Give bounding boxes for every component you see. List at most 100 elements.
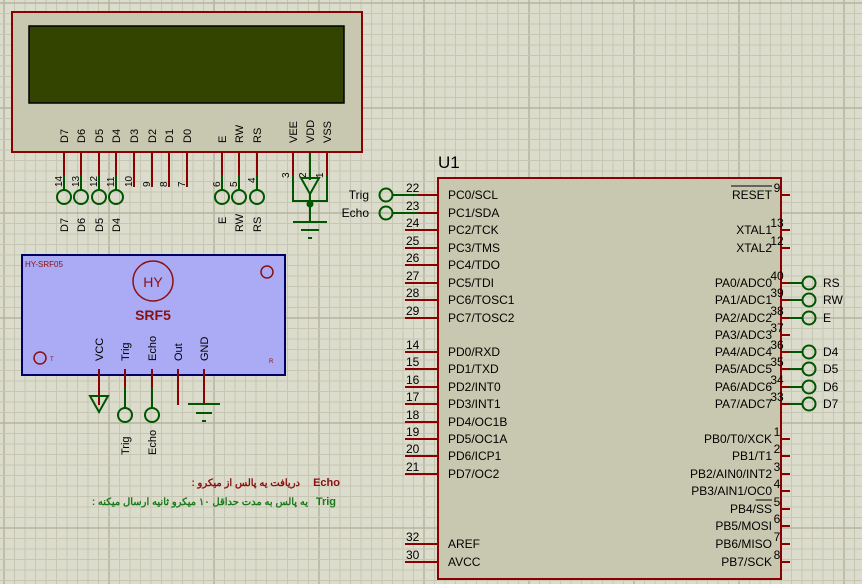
lcd-pin-label: D4	[111, 129, 123, 143]
mcu-pin-number: 33	[770, 390, 784, 404]
net-terminal-icon[interactable]	[73, 189, 89, 205]
mcu-pin-name: PB1/T1	[732, 449, 772, 463]
sensor-body[interactable]	[21, 254, 286, 376]
mcu-pin-name: PB6/MISO	[715, 537, 772, 551]
mcu-pin-number: 2	[774, 442, 781, 456]
net-terminal-icon[interactable]	[231, 189, 247, 205]
mcu-pin-number: 27	[406, 269, 420, 283]
mcu-pin-name: PC0/SCL	[448, 188, 498, 202]
net-label: D7	[59, 218, 71, 232]
net-label: Echo	[147, 430, 159, 455]
mcu-pin-name: PD3/INT1	[448, 397, 501, 411]
net-label: Echo	[342, 206, 370, 220]
net-label: D6	[823, 380, 839, 394]
lcd-pin-number: 8	[159, 181, 170, 187]
net-terminal-icon[interactable]	[378, 187, 394, 203]
net-terminal-icon[interactable]	[801, 361, 817, 377]
mcu-pin-name: PB4/SS	[730, 502, 772, 516]
mcu-pin-number: 39	[770, 286, 784, 300]
lcd-pin-number: 1	[315, 172, 326, 178]
mcu-pin-name: PD7/OC2	[448, 467, 500, 481]
net-terminal-icon[interactable]	[801, 292, 817, 308]
notes: Echo : دریافت یه پالس از میکرو Trig : یه…	[92, 477, 340, 508]
net-terminal-icon[interactable]	[56, 189, 72, 205]
mcu-pin-name: PD0/RXD	[448, 345, 500, 359]
mcu-pin-name: PA6/ADC6	[715, 380, 772, 394]
lcd-pin-label: VDD	[305, 120, 317, 143]
net-terminal-icon[interactable]	[801, 396, 817, 412]
lcd-display[interactable]: D714D7D613D6D512D5D411D4D310D29D18D07E6E…	[11, 11, 363, 239]
lcd-pin-vee: VEE	[288, 121, 300, 143]
net-terminal-icon[interactable]	[801, 344, 817, 360]
lcd-pin-number: 14	[54, 175, 65, 187]
mcu-pin-name: PA5/ADC5	[715, 362, 772, 376]
net-label: D4	[111, 218, 123, 232]
lcd-power-network	[292, 153, 328, 239]
lcd-pin-number: 2	[298, 172, 309, 178]
net-terminal-icon[interactable]	[144, 407, 160, 423]
note-trig-text: : یه پالس به مدت حداقل ۱۰ میکرو ثانیه ار…	[92, 497, 308, 508]
mcu-pin-number: 5	[774, 495, 781, 509]
power-triangle-icon	[88, 395, 110, 415]
mcu-pin-number: 18	[406, 408, 420, 422]
mcu-pin-name: PC4/TDO	[448, 258, 500, 272]
net-terminal-icon[interactable]	[801, 275, 817, 291]
net-label: RS	[823, 276, 840, 290]
mcu-body[interactable]	[437, 177, 782, 580]
mcu-pin-number: 40	[770, 269, 784, 283]
mcu-pin-name: PA2/ADC2	[715, 311, 772, 325]
sensor-pin-label: Trig	[120, 342, 132, 361]
mcu-pin-name: XTAL1	[736, 223, 772, 237]
mcu-pin-name: PC2/TCK	[448, 223, 499, 237]
lcd-pin-label: E	[217, 136, 229, 143]
lcd-pin-number: 6	[212, 181, 223, 187]
net-terminal-icon[interactable]	[378, 205, 394, 221]
mcu-pin-number: 26	[406, 251, 420, 265]
lcd-pin-number: 10	[124, 175, 135, 187]
mcu-pin-name: AREF	[448, 537, 480, 551]
lcd-pin-label: D5	[94, 129, 106, 143]
sensor-logo: HY	[143, 274, 163, 290]
net-terminal-icon[interactable]	[117, 407, 133, 423]
mcu-pin-number: 8	[774, 548, 781, 562]
net-terminal-icon[interactable]	[249, 189, 265, 205]
mcu-pin-name: PC1/SDA	[448, 206, 499, 220]
mcu-pin-name: PD1/TXD	[448, 362, 499, 376]
lcd-screen	[28, 25, 345, 104]
sensor-pin-vcc: VCC	[88, 338, 110, 415]
mcu-pin-number: 13	[770, 216, 784, 230]
lcd-pin-d2: D29	[142, 129, 159, 187]
net-terminal-icon[interactable]	[214, 189, 230, 205]
net-terminal-icon[interactable]	[91, 189, 107, 205]
net-terminal-icon[interactable]	[801, 379, 817, 395]
net-terminal-icon[interactable]	[108, 189, 124, 205]
note-trig-key: Trig	[316, 496, 336, 508]
lcd-pin-label: RS	[252, 128, 264, 143]
net-label: E	[217, 217, 229, 224]
lcd-pin-d1: D18	[159, 129, 176, 187]
sensor-pin-label: GND	[199, 337, 211, 362]
sensor-pin-label: Out	[173, 343, 185, 361]
mcu-pin-number: 22	[406, 181, 420, 195]
mcu-pin-name: PB5/MOSI	[715, 519, 772, 533]
lcd-pin-number: 3	[281, 172, 292, 178]
net-terminal-icon[interactable]	[801, 310, 817, 326]
net-label: RS	[252, 217, 264, 232]
mcu-pin-number: 37	[770, 321, 784, 335]
mcu-pin-name: PA0/ADC0	[715, 276, 772, 290]
